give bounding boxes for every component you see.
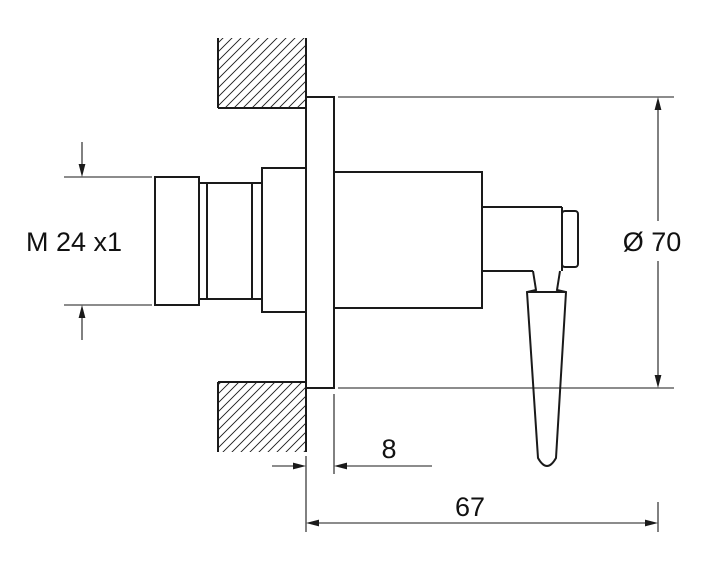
lever-grip	[525, 270, 568, 467]
lever-handle	[525, 270, 568, 467]
dimension-thread-size: M 24 x1	[26, 142, 152, 340]
arrowhead-left-icon	[306, 519, 319, 527]
dimension-escutcheon-diameter: Ø 70	[338, 96, 682, 389]
arrowhead-right-icon	[293, 462, 306, 470]
thread-end-cap	[154, 176, 200, 306]
escutcheon-plate	[305, 96, 335, 389]
wall-hatch-top	[218, 38, 306, 108]
dimension-total-depth: 67	[306, 492, 659, 532]
valve-thread-section	[154, 167, 307, 313]
arrowhead-left-icon	[334, 462, 347, 470]
trim-sleeve	[333, 171, 483, 309]
valve-body-behind-wall	[261, 167, 307, 313]
thread-size-label: M 24 x1	[26, 227, 122, 257]
arrowhead-down-icon	[654, 375, 662, 388]
escutcheon-diameter-label: Ø 70	[623, 227, 682, 257]
hub-end-cap	[561, 210, 579, 268]
escutcheon-thickness-label: 8	[381, 434, 396, 464]
arrowhead-down-icon	[78, 164, 86, 177]
total-depth-label: 67	[455, 492, 485, 522]
arrowhead-right-icon	[645, 519, 658, 527]
arrowhead-up-icon	[654, 97, 662, 110]
wall-hatch-bottom	[218, 382, 306, 452]
dimension-escutcheon-thickness: 8	[272, 394, 432, 532]
wall-section-top	[217, 38, 306, 109]
wall-section-bottom	[217, 381, 306, 452]
handle-hub	[482, 206, 579, 272]
arrowhead-up-icon	[78, 305, 86, 318]
